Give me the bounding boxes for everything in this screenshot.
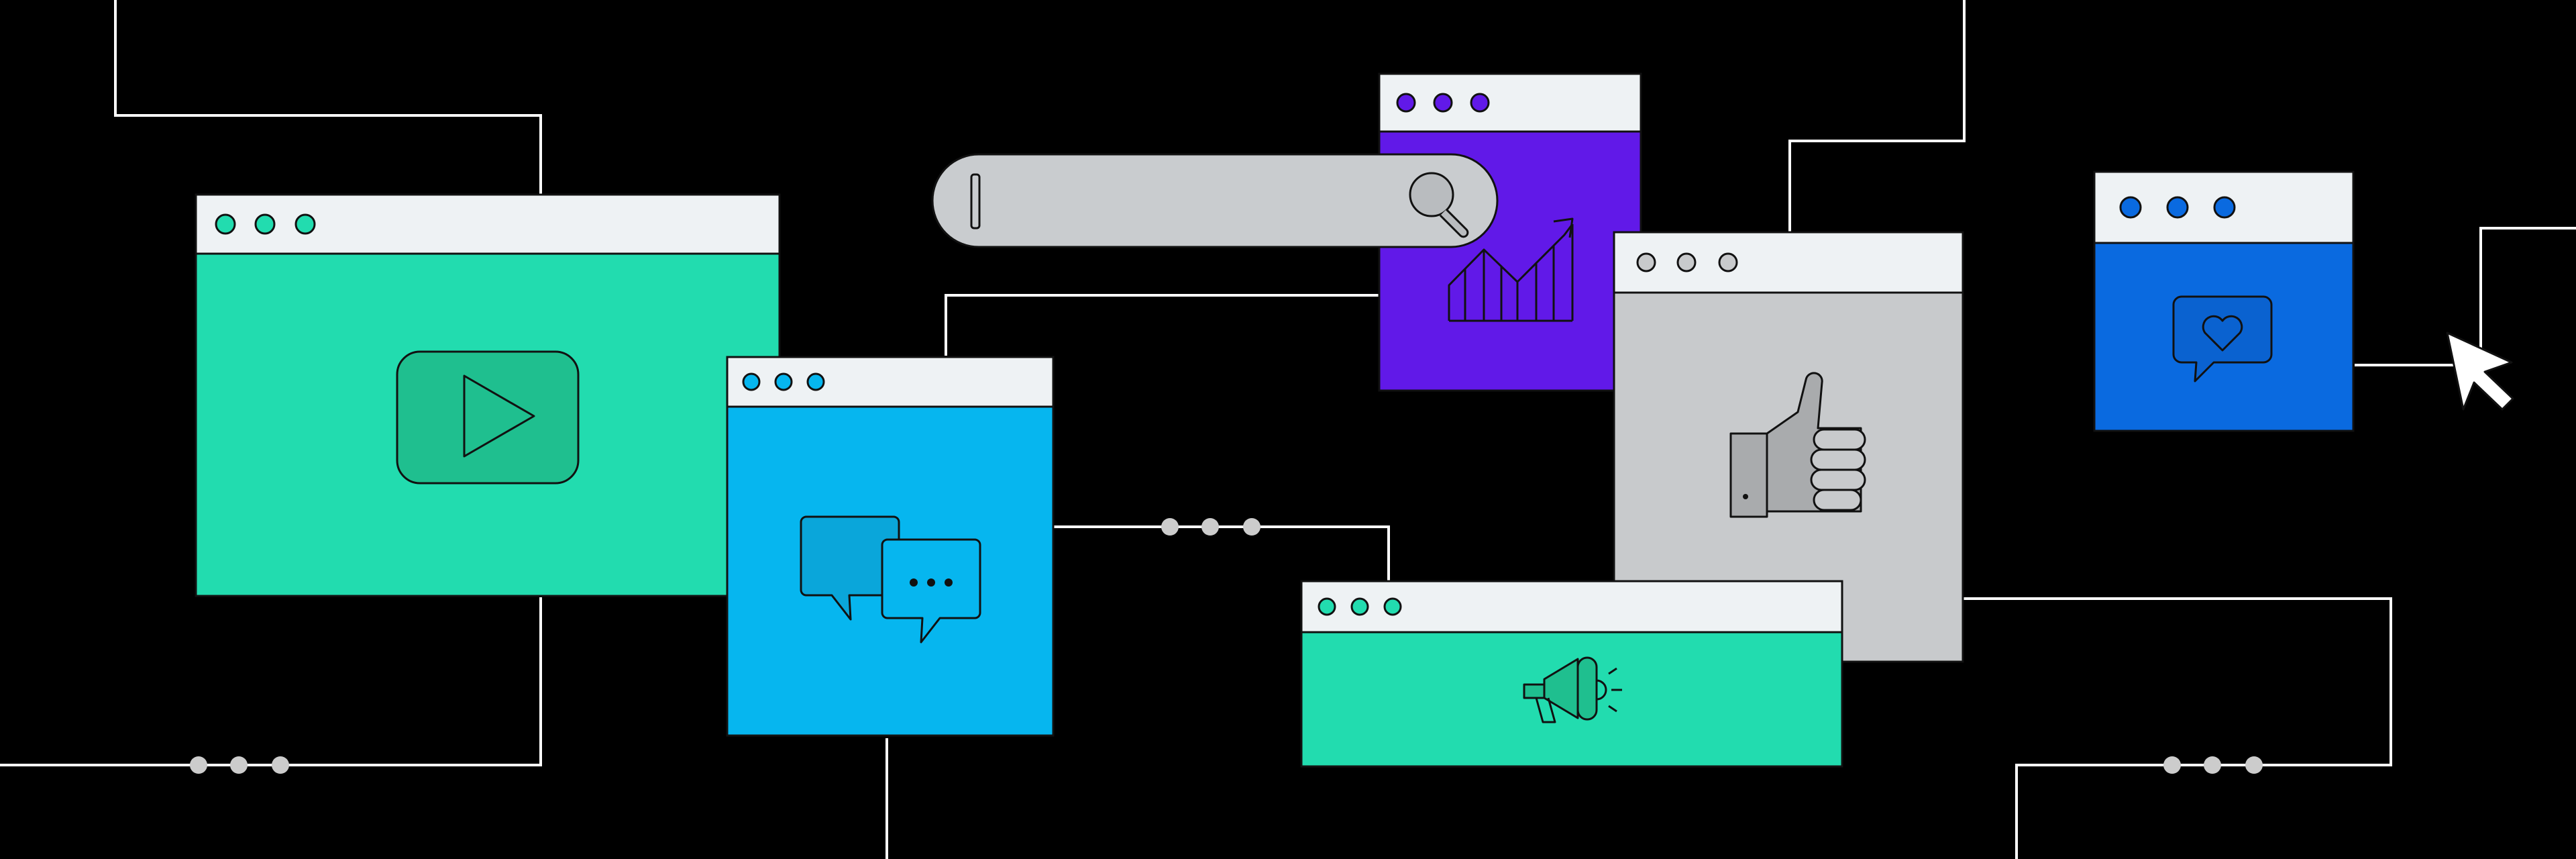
window-control-dot[interactable] [2213,196,2236,219]
window-control-dot[interactable] [1396,93,1416,113]
connector-dot [1243,518,1260,536]
connector-dot [272,756,289,774]
connector-dot [2163,756,2181,774]
connector-line [114,0,542,195]
connector-line [1963,597,2392,859]
connector-dots-middle [1161,518,1260,536]
window-control-dot[interactable] [806,372,825,391]
window-control-dot[interactable] [1676,252,1697,272]
connector-line [0,597,542,766]
window-control-dot[interactable] [1383,597,1402,616]
connector-dot [2245,756,2263,774]
chat-bubbles-icon [800,515,981,644]
connector-dot [1201,518,1219,536]
announcement-window[interactable] [1300,580,1843,768]
growth-chart-icon [1448,217,1574,322]
window-control-dot[interactable] [1433,93,1453,113]
connector-line [945,294,1379,356]
window-control-dot[interactable] [294,213,316,235]
window-titlebar [1613,231,1964,294]
window-control-dot[interactable] [1350,597,1369,616]
window-titlebar [1378,72,1642,133]
window-titlebar [1300,580,1843,634]
connector-dot [1161,518,1179,536]
thumbs-up-icon [1729,372,1866,518]
window-control-dot[interactable] [2166,196,2189,219]
megaphone-icon [1523,656,1622,723]
favorite-window[interactable] [2093,170,2355,432]
window-control-dot[interactable] [1636,252,1656,272]
window-titlebar [195,193,781,255]
cursor-arrow-icon [2446,332,2514,411]
connector-line [2355,227,2576,366]
window-control-dot[interactable] [215,213,236,235]
search-icon[interactable] [1409,172,1469,238]
connector-dots-right [2163,756,2263,774]
chat-window[interactable] [726,356,1055,737]
like-window[interactable] [1613,231,1964,663]
connector-dot [190,756,207,774]
window-control-dot[interactable] [774,372,793,391]
window-control-dot[interactable] [1470,93,1490,113]
connector-dots-left [190,756,289,774]
search-bar[interactable] [931,153,1499,248]
video-window[interactable] [195,193,781,597]
window-control-dot[interactable] [2119,196,2142,219]
window-control-dot[interactable] [1718,252,1738,272]
connector-dot [230,756,248,774]
play-icon[interactable] [396,350,580,485]
window-control-dot[interactable] [742,372,761,391]
connector-dot [2204,756,2221,774]
window-control-dot[interactable] [1318,597,1336,616]
heart-message-icon [2172,295,2273,383]
text-caret [970,173,981,230]
connector-line [1788,0,1966,232]
window-control-dot[interactable] [254,213,276,235]
